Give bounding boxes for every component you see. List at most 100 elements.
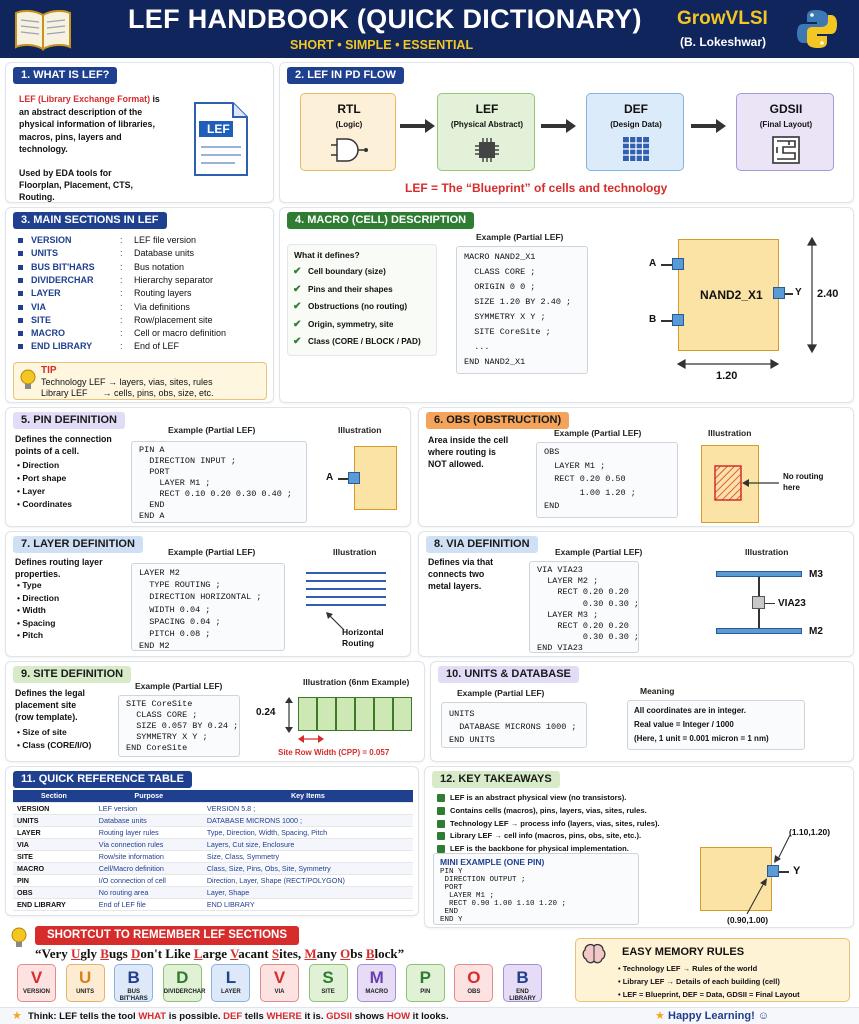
footer-segment: DEF <box>223 1011 243 1022</box>
checkbox-icon <box>437 845 445 854</box>
text-line: Floorplan, Placement, CTS, <box>19 180 133 190</box>
meaning-label: Meaning <box>640 686 675 696</box>
section-description: Routing layers <box>134 288 192 299</box>
mini-cell-rect <box>700 847 772 911</box>
tile-label: END LIBRARY <box>509 989 536 1002</box>
obs-hatched-area <box>714 465 742 501</box>
tile-letter: U <box>78 968 92 987</box>
bullet-item: • Direction <box>17 460 60 470</box>
flow-step-title: GDSII <box>769 102 803 116</box>
section-description: Cell or macro definition <box>134 328 227 339</box>
text-line: Routing <box>342 638 375 648</box>
bullet-text: Coordinates <box>22 499 72 509</box>
footer-segment: Think: LEF tells the tool <box>28 1011 139 1022</box>
via-code-block: VIA VIA23 LAYER M2 ; RECT 0.20 0.20 0.30… <box>529 561 639 653</box>
flow-step-subtitle: (Physical Abstract) <box>450 120 524 129</box>
mini-example-box: MINI EXAMPLE (ONE PIN) PIN Y DIRECTION O… <box>433 853 639 925</box>
shortcut-title: SHORTCUT TO REMEMBER LEF SECTIONS <box>35 926 300 945</box>
list-bullet <box>18 277 23 283</box>
pin-y-label: Y <box>795 287 802 298</box>
bullet-text: Spacing <box>22 617 56 628</box>
macro-cell-name: NAND2_X1 <box>700 288 763 302</box>
phrase-segment: gly <box>80 946 101 961</box>
list-bullet <box>18 251 23 257</box>
eda-usage-text: Used by EDA tools for Floorplan, Placeme… <box>19 167 133 203</box>
defines-item: Pins and their shapes <box>308 284 393 294</box>
site-cell <box>336 697 355 731</box>
check-icon: ✔ <box>293 301 302 312</box>
takeaway-item: Technology LEF → process info (layers, v… <box>450 818 660 828</box>
memory-item: • LEF = Blueprint, DEF = Data, GDSII = F… <box>618 990 800 999</box>
section-description: End of LEF <box>134 341 180 352</box>
illustration-label: Illustration <box>333 547 377 557</box>
via-label: VIA23 <box>778 598 806 609</box>
phrase-segment: S <box>271 946 280 961</box>
section-keyword: VIA <box>31 301 47 312</box>
takeaway-item: LEF is the backbone for physical impleme… <box>450 844 629 854</box>
bullet-item: • Direction <box>17 592 60 603</box>
footer-bar: ★ Think: LEF tells the tool WHAT is poss… <box>0 1007 859 1024</box>
text-line: Routing. <box>19 192 55 202</box>
flow-arrow-icon <box>691 124 719 128</box>
pin-square <box>348 472 360 484</box>
section-keyword: VERSION <box>31 235 72 245</box>
takeaway-item: Contains cells (macros), pins, layers, v… <box>450 805 647 815</box>
mini-example-title: MINI EXAMPLE (ONE PIN) <box>440 857 545 867</box>
tip-title: TIP <box>41 365 57 376</box>
bullet-text: Pitch <box>22 630 44 640</box>
arrow-icon <box>774 834 791 863</box>
flow-step-title: LEF <box>475 102 499 116</box>
section-description: Via definitions <box>134 301 190 312</box>
check-icon: ✔ <box>293 318 302 330</box>
meaning-line: Real value = Integer / 1000 <box>634 720 734 729</box>
routing-track <box>306 580 386 582</box>
star-icon: ★ <box>12 1010 22 1022</box>
table-cell: I/O connection of cell <box>94 874 203 887</box>
text-line: NOT allowed. <box>428 459 484 469</box>
footer-segment: it is. <box>301 1011 327 1022</box>
bullet-text: Size of site <box>22 727 67 737</box>
table-cell: Type, Direction, Width, Spacing, Pitch <box>202 826 413 839</box>
section-macro-description: 4. MACRO (CELL) DESCRIPTION What it defi… <box>279 207 854 403</box>
header-banner: LEF HANDBOOK (QUICK DICTIONARY) SHORT • … <box>0 0 859 58</box>
phrase-segment: B <box>100 946 109 961</box>
tile-label: OBS <box>467 989 481 995</box>
mnemonic-phrase: “Very Ugly Bugs Don't Like Large Vacant … <box>35 946 404 962</box>
text-line: Defines the legal <box>15 688 85 698</box>
example-label: Example (Partial LEF) <box>554 428 642 438</box>
table-cell: No routing area <box>94 886 203 899</box>
checkbox-icon <box>437 806 445 815</box>
list-bullet <box>18 331 23 337</box>
text-line: Used by EDA tools for <box>19 168 112 178</box>
flow-step-subtitle: (Final Layout) <box>759 120 813 129</box>
illustration-label: Illustration (6nm Example) <box>303 677 410 687</box>
tile-label: UNITS <box>76 989 95 995</box>
memory-text: Technology LEF → Rules of the world <box>622 964 758 973</box>
bullet-item: • Width <box>17 605 46 615</box>
bullet-item: • Class (CORE/I/O) <box>17 740 92 750</box>
routing-track <box>306 588 386 590</box>
arrow-icon <box>746 878 767 915</box>
example-label: Example (Partial LEF) <box>555 547 643 557</box>
section-heading: 6. OBS (OBSTRUCTION) <box>426 412 570 429</box>
flow-step-def: DEF (Design Data) <box>586 93 684 171</box>
text-line: (row template). <box>15 712 78 722</box>
phrase-segment: any <box>316 946 341 961</box>
pin-wire <box>338 478 348 480</box>
tip-technology-lef: Technology LEF → layers, vias, sites, ru… <box>41 377 213 387</box>
table-header-cell: Key Items <box>202 790 413 803</box>
section-heading: 11. QUICK REFERENCE TABLE <box>13 771 192 788</box>
table-cell: MACRO <box>13 862 95 875</box>
tile-label: VIA <box>274 989 285 995</box>
logic-gate-icon <box>331 138 368 162</box>
check-icon: ✔ <box>293 283 302 295</box>
table-cell: PIN <box>13 874 95 887</box>
